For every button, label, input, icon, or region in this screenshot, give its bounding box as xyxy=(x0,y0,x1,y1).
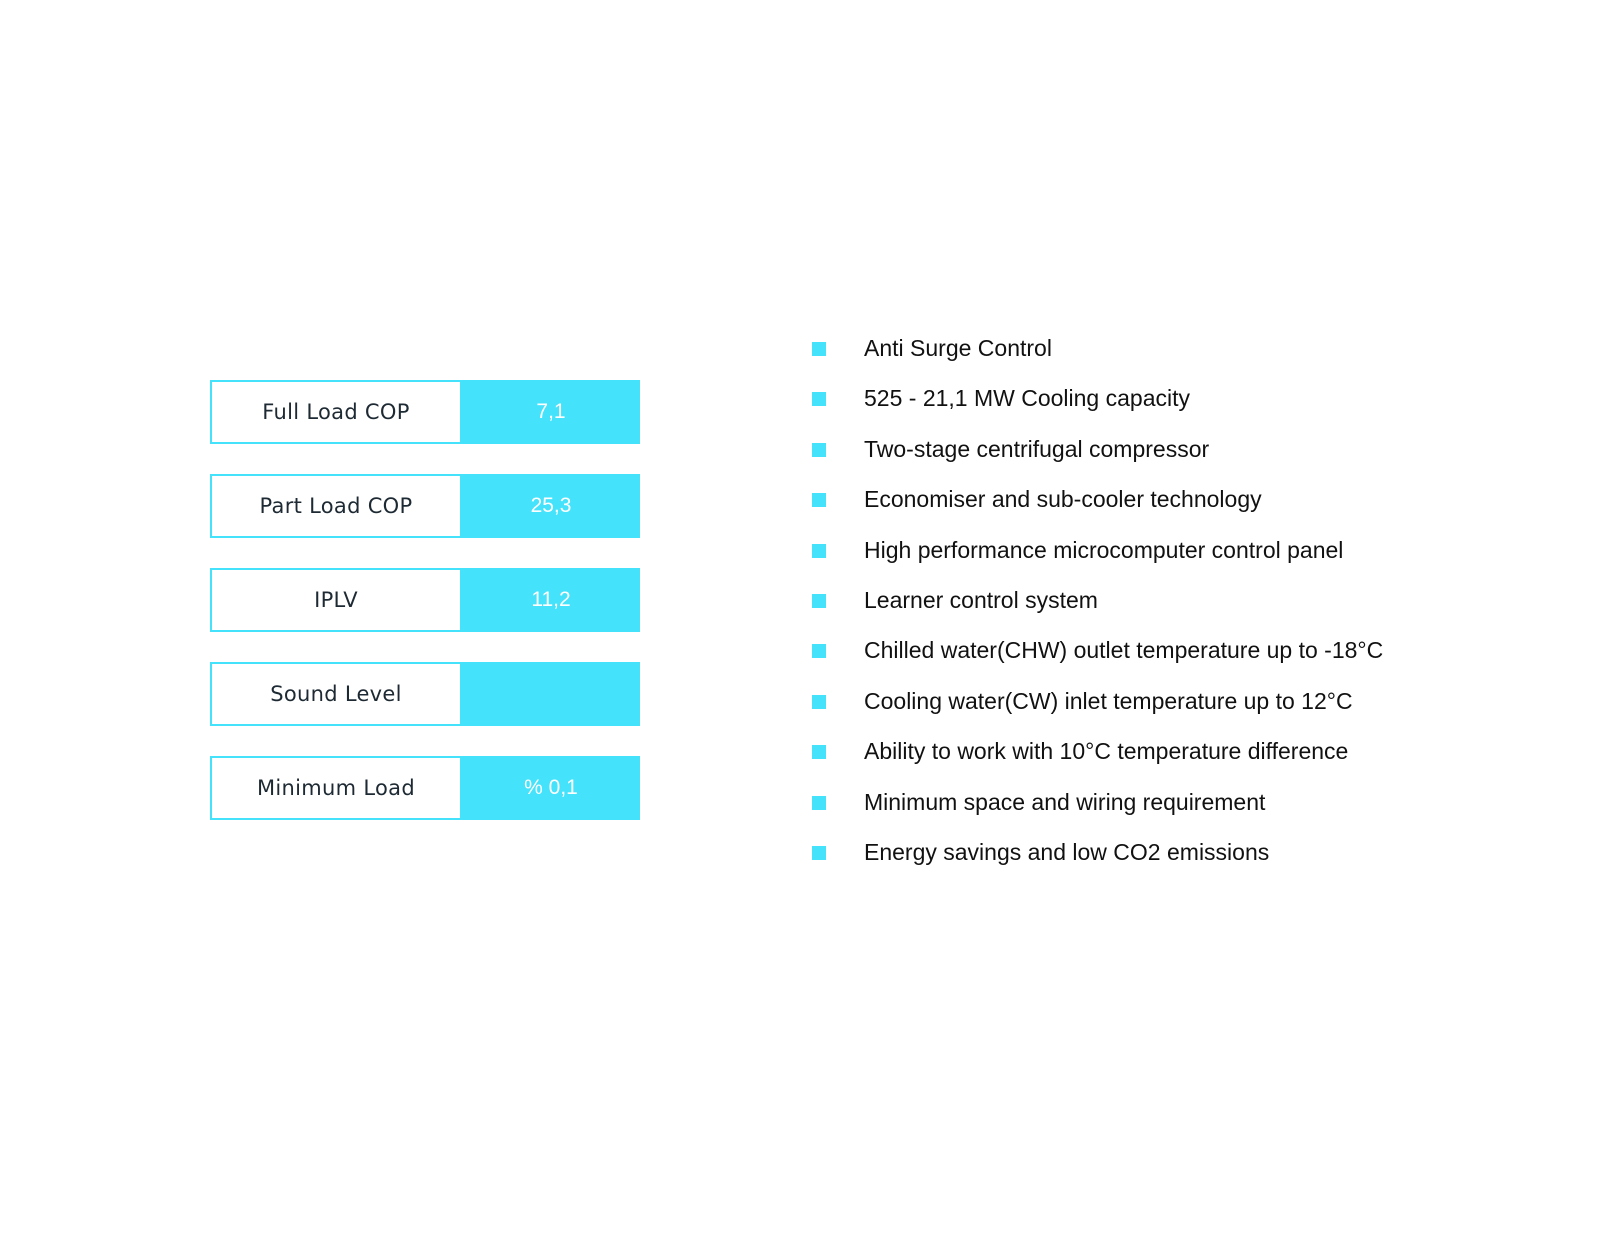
list-item: 525 - 21,1 MW Cooling capacity xyxy=(812,383,1383,433)
feature-text: Cooling water(CW) inlet temperature up t… xyxy=(864,687,1353,714)
feature-text: High performance microcomputer control p… xyxy=(864,536,1344,563)
spec-row-full-load-cop: Full Load COP 7,1 xyxy=(210,380,640,444)
feature-text: Economiser and sub-cooler technology xyxy=(864,486,1262,513)
list-item: Economiser and sub-cooler technology xyxy=(812,484,1383,534)
square-bullet-icon xyxy=(812,845,826,860)
square-bullet-icon xyxy=(812,795,826,810)
list-item: Cooling water(CW) inlet temperature up t… xyxy=(812,686,1383,736)
spec-value: % 0,1 xyxy=(462,756,640,820)
list-item: Minimum space and wiring requirement xyxy=(812,787,1383,837)
square-bullet-icon xyxy=(812,543,826,558)
spec-value: 11,2 xyxy=(462,568,640,632)
list-item: Learner control system xyxy=(812,585,1383,635)
spec-table: Full Load COP 7,1 Part Load COP 25,3 IPL… xyxy=(210,380,640,850)
feature-text: 525 - 21,1 MW Cooling capacity xyxy=(864,385,1190,412)
spec-value: 7,1 xyxy=(462,380,640,444)
list-item: High performance microcomputer control p… xyxy=(812,535,1383,585)
feature-text: Ability to work with 10°C temperature di… xyxy=(864,738,1349,765)
list-item: Energy savings and low CO2 emissions xyxy=(812,837,1383,887)
spec-value xyxy=(462,662,640,726)
spec-row-iplv: IPLV 11,2 xyxy=(210,568,640,632)
spec-label: Sound Level xyxy=(210,662,462,726)
square-bullet-icon xyxy=(812,745,826,760)
spec-value: 25,3 xyxy=(462,474,640,538)
feature-text: Minimum space and wiring requirement xyxy=(864,788,1266,815)
feature-list: Anti Surge Control 525 - 21,1 MW Cooling… xyxy=(812,333,1383,887)
spec-row-minimum-load: Minimum Load % 0,1 xyxy=(210,756,640,820)
list-item: Anti Surge Control xyxy=(812,333,1383,383)
square-bullet-icon xyxy=(812,694,826,709)
feature-text: Two-stage centrifugal compressor xyxy=(864,435,1210,462)
feature-text: Chilled water(CHW) outlet temperature up… xyxy=(864,637,1384,664)
square-bullet-icon xyxy=(812,442,826,457)
square-bullet-icon xyxy=(812,644,826,659)
spec-label: Full Load COP xyxy=(210,380,462,444)
spec-label: Minimum Load xyxy=(210,756,462,820)
spec-row-part-load-cop: Part Load COP 25,3 xyxy=(210,474,640,538)
list-item: Chilled water(CHW) outlet temperature up… xyxy=(812,635,1383,685)
list-item: Two-stage centrifugal compressor xyxy=(812,434,1383,484)
square-bullet-icon xyxy=(812,593,826,608)
square-bullet-icon xyxy=(812,392,826,407)
feature-text: Anti Surge Control xyxy=(864,335,1052,361)
feature-text: Energy savings and low CO2 emissions xyxy=(864,838,1270,865)
feature-text: Learner control system xyxy=(864,586,1098,613)
square-bullet-icon xyxy=(812,493,826,508)
list-item: Ability to work with 10°C temperature di… xyxy=(812,736,1383,786)
spec-label: IPLV xyxy=(210,568,462,632)
spec-label: Part Load COP xyxy=(210,474,462,538)
spec-row-sound-level: Sound Level xyxy=(210,662,640,726)
square-bullet-icon xyxy=(812,342,826,356)
